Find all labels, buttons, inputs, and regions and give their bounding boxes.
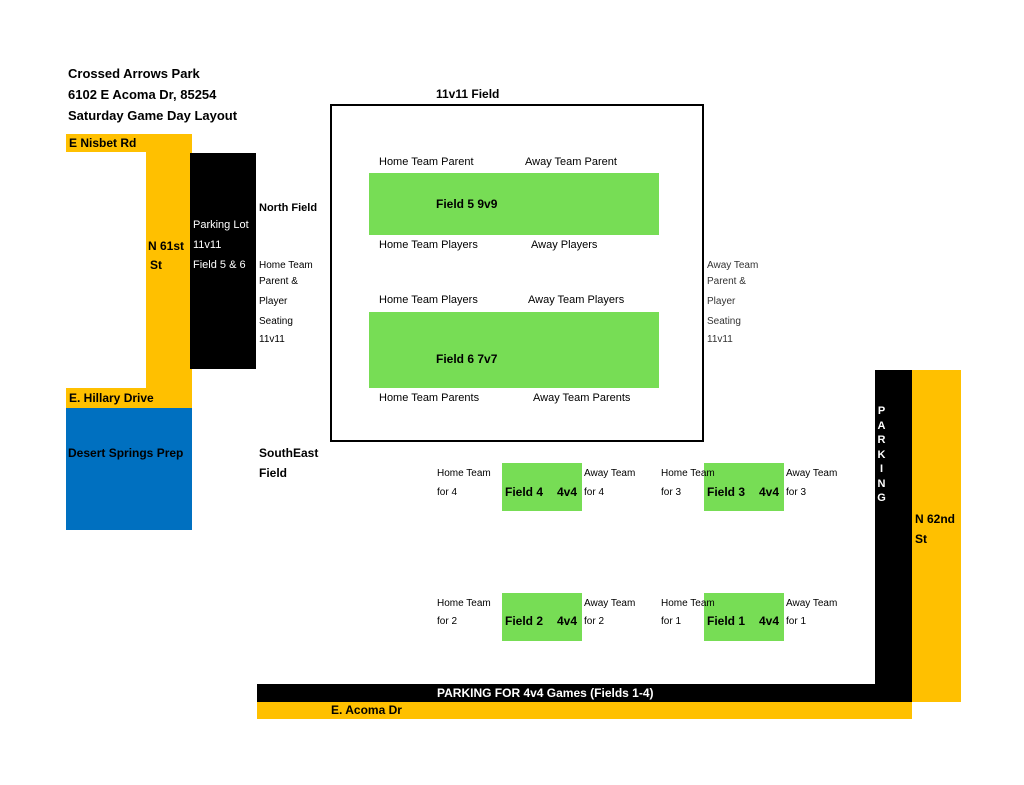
home-players-f6: Home Team Players: [379, 294, 478, 306]
nisbet-road-label: E Nisbet Rd: [69, 136, 137, 150]
field-1-home-2: for 1: [661, 616, 682, 627]
parking-4v4-label: PARKING FOR 4v4 Games (Fields 1-4): [437, 686, 654, 700]
field-5: Field 5 9v9: [369, 173, 659, 235]
right-seating-3: Player: [707, 296, 736, 307]
parking-lot-label-3: Field 5 & 6: [193, 259, 246, 271]
field-3-size: 4v4: [759, 485, 780, 499]
field-4-home-2: for 4: [437, 487, 458, 498]
park-address: 6102 E Acoma Dr, 85254: [68, 87, 217, 102]
east-parking: P A R K I N G: [875, 370, 912, 702]
n61st-road: N 61st St: [146, 134, 192, 408]
left-seating-5: 11v11: [259, 334, 285, 345]
hillary-road: E. Hillary Drive: [66, 388, 192, 408]
desert-springs-prep: Desert Springs Prep: [66, 408, 192, 530]
field-1: Field 1 4v4: [704, 593, 784, 641]
left-seating-3: Player: [259, 296, 288, 307]
field-1-size: 4v4: [759, 614, 780, 628]
field-4-home-1: Home Team: [437, 468, 491, 479]
field-2-away-1: Away Team: [584, 598, 636, 609]
field-1-away-2: for 1: [786, 616, 807, 627]
field-4-away-1: Away Team: [584, 468, 636, 479]
field-3-home-1: Home Team: [661, 468, 715, 479]
layout-title: Saturday Game Day Layout: [68, 108, 238, 123]
parking-letter: P: [877, 405, 886, 417]
field-1-away-1: Away Team: [786, 598, 838, 609]
field-2-size: 4v4: [557, 614, 578, 628]
n62nd-road: N 62nd St: [912, 370, 961, 702]
southeast-label-1: SouthEast: [259, 446, 319, 460]
field-3-away-2: for 3: [786, 487, 807, 498]
field-1-home-1: Home Team: [661, 598, 715, 609]
parking-lot-label-2: 11v11: [193, 239, 222, 251]
field-3-home-2: for 3: [661, 487, 682, 498]
field-3-name: Field 3: [707, 485, 746, 499]
southeast-label-2: Field: [259, 466, 288, 480]
field-4-size: 4v4: [557, 485, 578, 499]
away-players-f5: Away Players: [531, 239, 598, 251]
left-seating-4: Seating: [259, 316, 293, 327]
left-seating-2: Parent &: [259, 276, 298, 287]
home-parents-bottom: Home Team Parents: [379, 392, 480, 404]
right-seating-4: Seating: [707, 316, 741, 327]
acoma-road: E. Acoma Dr: [257, 702, 912, 719]
big-field-title: 11v11 Field: [436, 87, 500, 101]
park-name: Crossed Arrows Park: [68, 66, 200, 81]
north-field-label: North Field: [259, 202, 318, 214]
big-field-boundary: [330, 104, 704, 442]
parking-lot-label-1: Parking Lot: [193, 219, 249, 231]
field-1-name: Field 1: [707, 614, 746, 628]
parking-letter: G: [877, 492, 886, 504]
field-2-home-2: for 2: [437, 616, 458, 627]
field-3-away-1: Away Team: [786, 468, 838, 479]
field-3: Field 3 4v4: [704, 463, 784, 511]
parking-letter: I: [879, 463, 884, 475]
field-4-name: Field 4: [505, 485, 544, 499]
away-parent-top: Away Team Parent: [525, 156, 617, 168]
field-2-name: Field 2: [505, 614, 544, 628]
field-2-away-2: for 2: [584, 616, 605, 627]
field-4-away-2: for 4: [584, 487, 605, 498]
parking-letter: N: [877, 477, 886, 490]
field-2-home-1: Home Team: [437, 598, 491, 609]
n62nd-label-2: St: [915, 532, 927, 546]
right-seating-1: Away Team: [707, 260, 759, 271]
parking-4v4: PARKING FOR 4v4 Games (Fields 1-4): [257, 684, 912, 702]
home-parent-top: Home Team Parent: [379, 156, 474, 168]
away-players-f6: Away Team Players: [528, 294, 625, 306]
east-parking-label: P A R K I N G: [875, 404, 888, 506]
field-6: Field 6 7v7: [369, 312, 659, 388]
right-seating-5: 11v11: [707, 334, 733, 345]
parking-lot-11v11: Parking Lot 11v11 Field 5 & 6: [190, 153, 256, 369]
parking-letter: R: [877, 434, 886, 446]
left-seating-1: Home Team: [259, 260, 313, 271]
hillary-road-label: E. Hillary Drive: [69, 391, 154, 405]
acoma-road-label: E. Acoma Dr: [331, 703, 402, 717]
parking-letter: K: [877, 448, 886, 461]
n61st-label-2: St: [150, 258, 162, 272]
field-2: Field 2 4v4: [502, 593, 582, 641]
away-parents-bottom: Away Team Parents: [533, 392, 631, 404]
parking-letter: A: [877, 419, 886, 432]
home-players-f5: Home Team Players: [379, 239, 478, 251]
desert-springs-label: Desert Springs Prep: [68, 446, 184, 460]
field-4: Field 4 4v4: [502, 463, 582, 511]
n61st-label-1: N 61st: [148, 239, 185, 253]
n62nd-label-1: N 62nd: [915, 512, 956, 526]
field-5-label: Field 5 9v9: [436, 197, 498, 211]
field-6-label: Field 6 7v7: [436, 352, 498, 366]
right-seating-2: Parent &: [707, 276, 746, 287]
